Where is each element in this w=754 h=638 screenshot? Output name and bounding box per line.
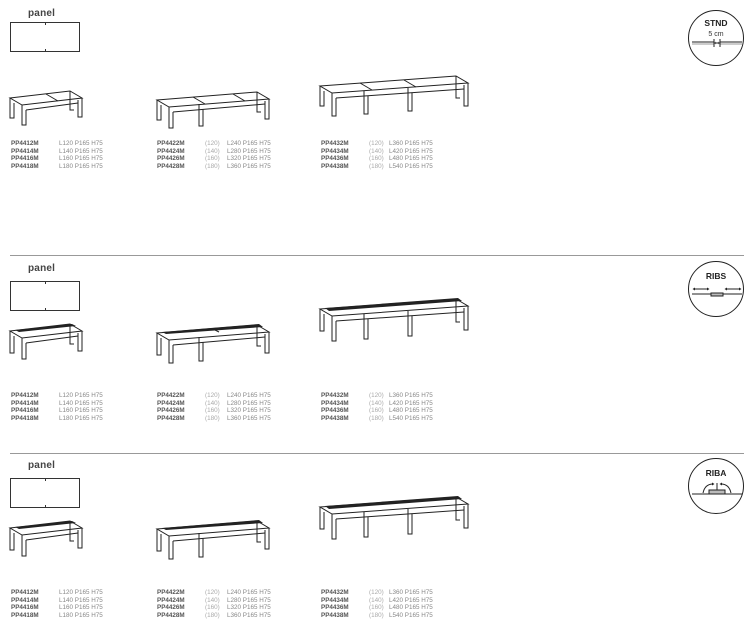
table-row: PP4424M(140)L280 P165 H75	[157, 399, 271, 407]
codes-double: PP4422M(120)L240 P165 H75 PP4424M(140)L2…	[157, 589, 271, 619]
ribs-icon	[692, 287, 742, 297]
table-row: PP4434M(140)L420 P165 H75	[321, 399, 433, 407]
table-row: PP4422M(120)L240 P165 H75	[157, 140, 271, 147]
table-row: PP4434M(140)L420 P165 H75	[321, 596, 433, 604]
desk-double-drawing	[155, 324, 271, 364]
table-row: PP4422M(120)L240 P165 H75	[157, 392, 271, 399]
badge-subtitle: 5 cm	[708, 31, 724, 38]
desk-triple-drawing	[318, 75, 470, 117]
table-row: PP4428M(180)L360 P165 H75	[157, 611, 271, 619]
badge-stnd: STND 5 cm	[688, 10, 744, 66]
table-row: PP4426M(160)L320 P165 H75	[157, 407, 271, 415]
panel-top-view	[10, 22, 80, 52]
table-row: PP4436M(160)L480 P165 H75	[321, 407, 433, 415]
desk-single-drawing	[8, 323, 84, 360]
table-row: PP4432M(120)L360 P165 H75	[321, 392, 433, 399]
panel-top-view	[10, 281, 80, 311]
table-row: PP4434M(140)L420 P165 H75	[321, 147, 433, 155]
section-divider	[10, 453, 744, 454]
table-row: PP4438M(180)L540 P165 H75	[321, 414, 433, 422]
codes-double: PP4422M(120)L240 P165 H75 PP4424M(140)L2…	[157, 392, 271, 422]
desk-double-drawing	[155, 520, 271, 560]
riba-icon	[692, 482, 742, 495]
codes-double: PP4422M(120)L240 P165 H75 PP4424M(140)L2…	[157, 140, 271, 170]
panel-label: panel	[28, 460, 56, 471]
codes-triple: PP4432M(120)L360 P165 H75 PP4434M(140)L4…	[321, 589, 433, 619]
table-row: PP4426M(160)L320 P165 H75	[157, 604, 271, 612]
table-row: PP4428M(180)L360 P165 H75	[157, 414, 271, 422]
section-stnd: panel	[0, 0, 754, 250]
badge-title: STND	[704, 18, 728, 28]
desk-triple-drawing	[318, 298, 470, 342]
table-row: PP4432M(120)L360 P165 H75	[321, 140, 433, 147]
table-row: PP4438M(180)L540 P165 H75	[321, 162, 433, 170]
panel-label: panel	[28, 8, 56, 19]
table-row: PP4436M(160)L480 P165 H75	[321, 604, 433, 612]
desk-single-drawing	[8, 90, 84, 126]
badge-title: RIBS	[705, 271, 727, 281]
table-row: PP4438M(180)L540 P165 H75	[321, 611, 433, 619]
table-row: PP4426M(160)L320 P165 H75	[157, 155, 271, 163]
codes-triple: PP4432M(120)L360 P165 H75 PP4434M(140)L4…	[321, 392, 433, 422]
desk-single-drawing	[8, 520, 84, 557]
gap-icon	[692, 39, 742, 47]
table-row: PP4424M(140)L280 P165 H75	[157, 596, 271, 604]
badge-riba: RIBA	[688, 458, 744, 514]
panel-top-view	[10, 478, 80, 508]
table-row: PP4432M(120)L360 P165 H75	[321, 589, 433, 596]
desk-triple-drawing	[318, 496, 470, 540]
table-row: PP4436M(160)L480 P165 H75	[321, 155, 433, 163]
section-divider	[10, 255, 744, 256]
desk-double-drawing	[155, 91, 271, 129]
badge-title: RIBA	[705, 468, 727, 478]
badge-ribs: RIBS	[688, 261, 744, 317]
table-row: PP4422M(120)L240 P165 H75	[157, 589, 271, 596]
panel-label: panel	[28, 263, 56, 274]
section-riba: panel	[0, 453, 754, 638]
table-row: PP4424M(140)L280 P165 H75	[157, 147, 271, 155]
codes-triple: PP4432M(120)L360 P165 H75 PP4434M(140)L4…	[321, 140, 433, 170]
table-row: PP4428M(180)L360 P165 H75	[157, 162, 271, 170]
section-ribs: panel	[0, 255, 754, 453]
